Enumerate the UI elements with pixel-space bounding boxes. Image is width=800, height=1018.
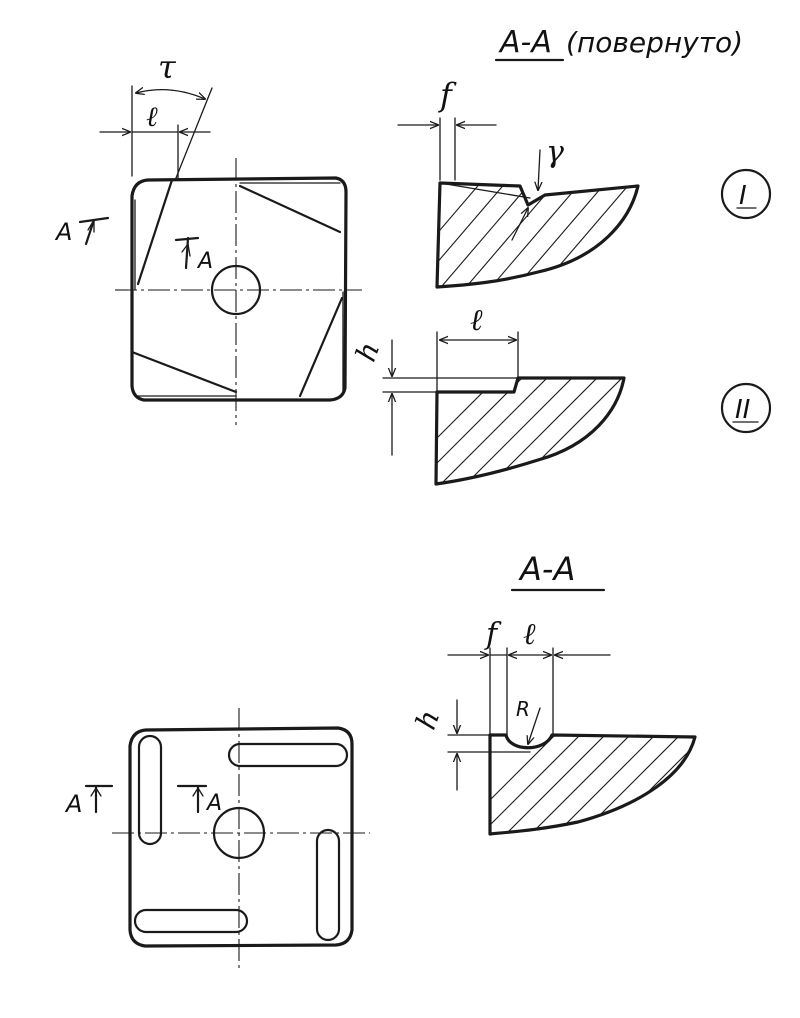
lower-slot-right: [315, 828, 341, 942]
section-1-outline: [435, 181, 640, 289]
lower-cut-mark-left: A: [64, 784, 114, 818]
svg-text:A: A: [205, 791, 222, 816]
svg-text:A-A: A-A: [518, 550, 575, 588]
upper-section-title: A-A (повернуто): [494, 25, 743, 62]
svg-text:(повернуто): (повернуто): [566, 26, 743, 59]
upper-plan-view: τ ℓ A A: [54, 48, 362, 425]
svg-text:I: I: [739, 181, 747, 211]
svg-text:A: A: [64, 790, 82, 818]
lower-section-title: A-A: [510, 550, 606, 592]
lower-section-dim-f: f: [484, 617, 502, 652]
section-2-dim-h: h: [349, 337, 386, 365]
section-2-hatching: [436, 378, 624, 484]
lower-slot-left: [137, 734, 163, 846]
lower-insert-outline: [128, 726, 354, 948]
lower-section-dim-l: ℓ: [523, 617, 536, 652]
upper-dim-tau: τ: [158, 48, 177, 86]
lower-section-dim-r: R: [516, 697, 530, 721]
lower-cut-mark-right: A: [176, 784, 222, 816]
upper-groove-top: [238, 184, 342, 234]
lower-section-outline: [488, 733, 697, 836]
svg-text:A: A: [54, 218, 72, 246]
section-1-dim-f: f: [438, 76, 457, 114]
upper-groove-bottom: [130, 350, 238, 394]
svg-text:A-A: A-A: [498, 25, 552, 60]
upper-groove-right: [298, 296, 344, 398]
lower-slot-top: [227, 742, 349, 768]
svg-text:A: A: [196, 249, 213, 274]
lower-slot-bottom: [133, 908, 249, 934]
svg-text:II: II: [735, 395, 750, 425]
upper-section-variant-1: f γ: [397, 76, 640, 289]
section-2-dim-l: ℓ: [470, 303, 483, 338]
upper-insert-outline: [130, 176, 348, 402]
lower-plan-view: A A: [64, 708, 370, 972]
section-2-outline: [434, 376, 626, 486]
upper-cut-mark-right: A: [174, 236, 213, 274]
variant-1-badge: I: [720, 168, 772, 220]
section-1-hatching: [437, 183, 638, 287]
lower-section-dim-h: h: [409, 705, 446, 733]
section-1-dim-gamma: γ: [546, 135, 564, 170]
upper-dim-l-plan: ℓ: [146, 100, 158, 133]
lower-section: f ℓ R h: [409, 617, 697, 836]
variant-2-badge: II: [720, 382, 772, 434]
upper-cut-mark-left: A: [54, 216, 110, 246]
upper-section-variant-2: ℓ h: [349, 303, 626, 486]
upper-groove-left: [136, 178, 174, 286]
